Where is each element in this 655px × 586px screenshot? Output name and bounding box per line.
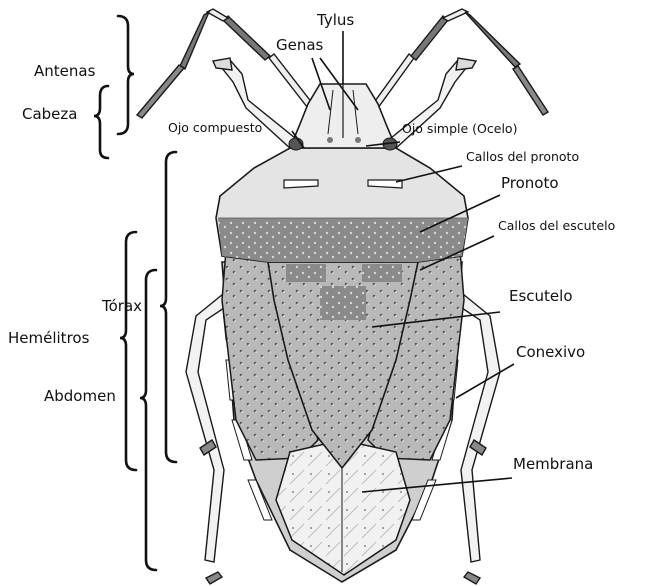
scutellum-callus-left xyxy=(286,264,326,282)
pronotum-callus-left xyxy=(284,180,318,188)
ocellus-left xyxy=(327,137,333,143)
scutellum-callus-right xyxy=(362,264,402,282)
label-ojo-simple: Ojo simple (Ocelo) xyxy=(402,123,517,136)
label-abdomen: Abdomen xyxy=(44,389,116,404)
label-membrana: Membrana xyxy=(513,457,593,472)
label-escutelo: Escutelo xyxy=(509,289,573,304)
label-tylus: Tylus xyxy=(317,13,354,28)
label-genas: Genas xyxy=(276,38,323,53)
pronotum-dark-band xyxy=(218,218,468,262)
label-torax: Tórax xyxy=(102,299,142,314)
label-callos-escutelo: Callos del escutelo xyxy=(498,220,615,233)
label-conexivo: Conexivo xyxy=(516,345,585,360)
ocellus-right xyxy=(355,137,361,143)
label-cabeza: Cabeza xyxy=(22,107,77,122)
label-antenas: Antenas xyxy=(34,64,95,79)
label-pronoto: Pronoto xyxy=(501,176,559,191)
label-ojo-compuesto: Ojo compuesto xyxy=(168,122,262,135)
label-hemelitros: Hemélitros xyxy=(8,331,89,346)
braces xyxy=(94,16,176,570)
label-callos-pronoto: Callos del pronoto xyxy=(466,151,579,164)
